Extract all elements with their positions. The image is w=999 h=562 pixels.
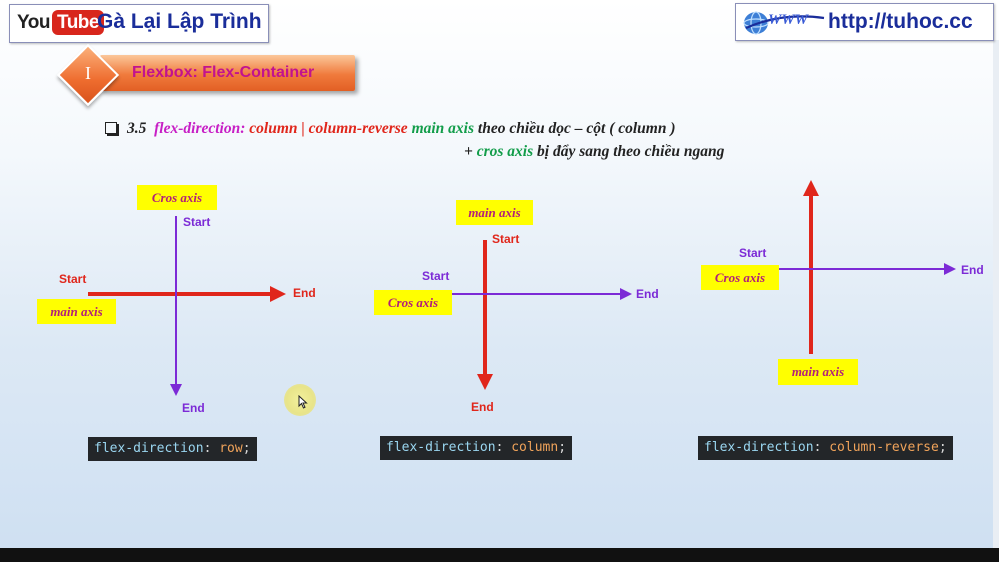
code-colon: : [813,440,822,455]
checkbox-bullet-icon [105,122,117,134]
heading-plus: + [464,143,473,160]
diagram-column-main-end: End [471,400,494,414]
youtube-logo-tube: Tube [52,10,104,35]
channel-name: Gà Lại Lập Trình [97,10,262,33]
section-numeral: I [85,63,91,83]
code-value: column-reverse [829,440,939,455]
website-badge: WWW http://tuhoc.cc [735,3,994,41]
code-value: column [511,440,559,455]
code-semicolon: ; [938,440,947,455]
code-value: row [219,441,243,456]
diagram-row-cross-end: End [182,401,205,415]
heading-number: 3.5 [127,120,147,137]
diagram-row-main-start: Start [59,272,87,286]
diagram-row-main-axis-label: main axis [37,299,116,324]
heading-text-2: bị đẩy sang theo chiều ngang [537,143,725,160]
diagram-column-main-axis-label: main axis [456,200,533,225]
diagram-column-reverse-cross-start: Start [739,246,767,260]
heading-cros-axis: cros axis [476,143,534,160]
website-url: http://tuhoc.cc [828,10,973,33]
code-flex-direction-row: flex-direction: row; [88,437,257,461]
section-banner: Flexbox: Flex-Container [100,55,355,91]
slide-edge [993,40,999,548]
topic-heading: 3.5 flex-direction: column | column-reve… [105,120,676,138]
code-colon: : [495,440,504,455]
code-semicolon: ; [242,441,251,456]
code-flex-direction-column: flex-direction: column; [380,436,573,460]
diagram-column-reverse-main-axis-label: main axis [778,359,858,385]
video-bottom-bar [0,548,999,562]
diagram-column-cross-start: Start [422,269,450,283]
heading-value-column: column [249,120,298,137]
diagram-row-cross-axis-label: Cros axis [137,185,217,210]
code-semicolon: ; [558,440,567,455]
diagram-column-main-start: Start [492,232,520,246]
code-colon: : [203,441,212,456]
svg-text:WWW: WWW [768,12,810,28]
diagram-column-cross-axis-label: Cros axis [374,290,452,315]
youtube-logo-you: You [17,12,50,33]
code-flex-direction-column-reverse: flex-direction: column-reverse; [698,436,953,460]
heading-text-1: theo chiều dọc – cột ( column ) [477,120,676,137]
diagram-column-reverse-cross-end: End [961,263,984,277]
heading-separator: | [301,120,305,137]
heading-main-axis: main axis [411,120,475,137]
diagram-row-cross-start: Start [183,215,211,229]
www-globe-icon: WWW [743,11,825,35]
heading-prop: flex-direction: [154,120,246,137]
diagram-row-main-end: End [293,286,316,300]
diagram-column-reverse-cross-axis-label: Cros axis [701,265,779,290]
topic-subheading: + cros axis bị đẩy sang theo chiều ngang [464,143,724,161]
code-prop: flex-direction [704,440,814,455]
diagram-column-cross-end: End [636,287,659,301]
youtube-channel-badge: You Tube Gà Lại Lập Trình [9,4,269,43]
heading-value-column-reverse: column-reverse [308,120,408,137]
code-prop: flex-direction [386,440,496,455]
mouse-pointer-icon [298,395,308,409]
code-prop: flex-direction [94,441,204,456]
section-title: Flexbox: Flex-Container [132,64,315,81]
